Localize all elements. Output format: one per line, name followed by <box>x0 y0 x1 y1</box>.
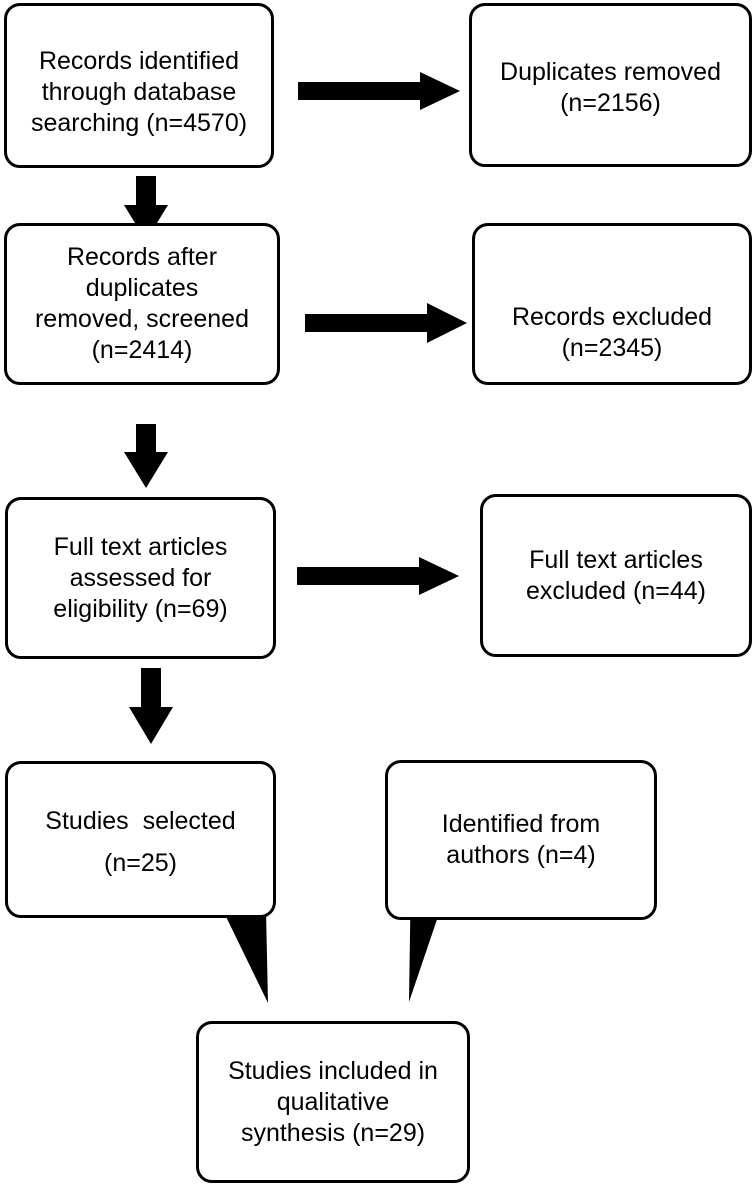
duplicates-removed-line-2: (n=2156) <box>560 89 661 117</box>
identified-from-authors-box: Identified from authors (n=4) <box>385 760 657 920</box>
records-identified-line-2: through database <box>41 78 237 106</box>
records-identified-line-1: Records identified <box>38 47 240 75</box>
records-identified-box: Records identified through database sear… <box>4 3 274 168</box>
records-excluded-line-2: (n=2345) <box>561 334 663 362</box>
studies-included-line-1: Studies included in <box>228 1056 438 1085</box>
studies-included-line-2: qualitative <box>276 1087 390 1116</box>
arrow-identified-to-duplicates <box>298 72 460 110</box>
fulltext-excluded-line-1: Full text articles <box>529 545 703 574</box>
studies-selected-line-2: (n=25) <box>104 849 177 877</box>
fulltext-assessed-line-3: eligibility (n=69) <box>53 594 228 623</box>
records-excluded-line-1: Records excluded <box>511 303 713 331</box>
arrow-fulltext-to-selected <box>129 668 173 744</box>
studies-selected-line-1: Studies selected <box>45 807 236 835</box>
identified-authors-line-1: Identified from <box>441 810 601 838</box>
records-screened-box: Records after duplicates removed, screen… <box>4 223 280 385</box>
records-excluded-box: Records excluded (n=2345) <box>472 223 752 385</box>
fulltext-excluded-line-2: excluded (n=44) <box>526 576 706 605</box>
studies-selected-box: Studies selected (n=25) <box>5 761 276 918</box>
fulltext-assessed-line-1: Full text articles <box>53 532 228 561</box>
records-screened-line-3: removed, screened <box>34 305 249 333</box>
arrow-screened-to-excluded <box>305 303 467 343</box>
fulltext-assessed-box: Full text articles assessed for eligibil… <box>5 497 276 659</box>
studies-included-box: Studies included in qualitative synthesi… <box>196 1021 470 1183</box>
duplicates-removed-box: Duplicates removed (n=2156) <box>469 3 752 167</box>
records-screened-line-4: (n=2414) <box>91 336 193 364</box>
records-screened-line-2: duplicates <box>85 274 199 302</box>
arrow-identified-to-screened <box>124 176 168 241</box>
fulltext-excluded-box: Full text articles excluded (n=44) <box>480 494 752 657</box>
records-screened-line-1: Records after <box>66 243 218 271</box>
arrow-fulltext-to-ftexcluded <box>297 557 459 595</box>
fulltext-assessed-line-2: assessed for <box>69 563 212 592</box>
arrow-screened-to-fulltext <box>124 424 168 488</box>
studies-included-line-3: synthesis (n=29) <box>240 1118 426 1147</box>
duplicates-removed-line-1: Duplicates removed <box>500 58 721 86</box>
identified-authors-line-2: authors (n=4) <box>446 841 596 869</box>
records-identified-line-3: searching (n=4570) <box>30 109 248 137</box>
